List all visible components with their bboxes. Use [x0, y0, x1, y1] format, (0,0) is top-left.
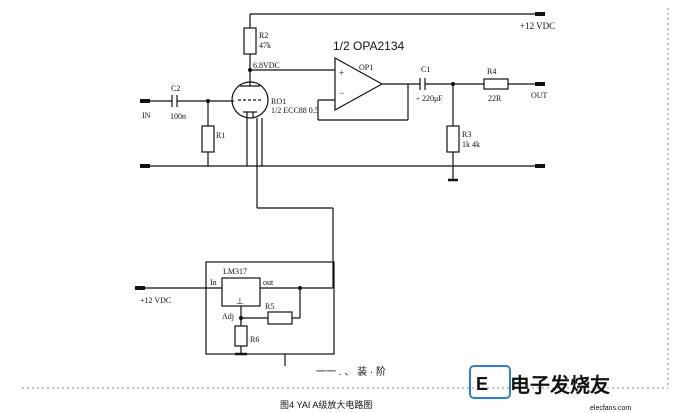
label-opamp-ref: OP1 — [359, 63, 373, 72]
label-tube-type: 1/2 ECC88 0.5 — [271, 106, 319, 115]
resistor-r2 — [243, 27, 257, 55]
resistor-r6 — [234, 325, 248, 347]
label-c1-ref: C1 — [421, 65, 430, 74]
label-lm317: LM317 — [223, 267, 247, 276]
label-opamp-plus: + — [339, 68, 344, 78]
label-c1-polarity: + — [416, 95, 420, 103]
label-r4-ref: R4 — [487, 67, 496, 76]
label-tube-ref: RO1 — [271, 97, 286, 106]
tube-ro1 — [231, 81, 269, 119]
label-r2-ref: R2 — [259, 31, 268, 40]
label-supply-top: +12 VDC — [520, 21, 555, 31]
label-opamp-title: 1/2 OPA2134 — [333, 39, 404, 53]
watermark-text: 电子发烧友 — [510, 373, 610, 397]
label-in: IN — [142, 111, 151, 120]
resistor-r5 — [267, 311, 293, 325]
label-reg-symbol: ⊥ — [236, 296, 244, 306]
resistor-r3 — [446, 125, 460, 153]
label-c2-value: 100n — [170, 112, 186, 121]
label-r3-value: 1k 4k — [462, 140, 480, 149]
label-reg-pin-out: out — [263, 278, 274, 287]
label-reg-adj: Adj — [222, 312, 234, 321]
label-r3-ref: R3 — [462, 130, 471, 139]
label-reg-pin-in: In — [210, 278, 217, 287]
label-r6: R6 — [250, 335, 259, 344]
resistor-r1 — [201, 125, 215, 153]
label-opamp-minus: − — [339, 88, 344, 98]
watermark-sub: elecfans.com — [590, 405, 631, 412]
label-supply-reg-in: +12 VDC — [140, 296, 171, 305]
watermark-logo: E 电子发烧友 elecfans.com — [469, 365, 631, 412]
figure-caption: 图4 YAI A级放大电路图 — [280, 399, 372, 410]
caption-partial: 一一 . 、 装 · 阶 — [316, 365, 386, 378]
label-r4-value: 22R — [488, 94, 502, 103]
page-border — [22, 8, 669, 389]
opamp-op1 — [334, 56, 384, 112]
label-r1-ref: R1 — [216, 131, 225, 140]
label-out: OUT — [531, 91, 548, 100]
resistor-r4 — [483, 78, 509, 90]
label-c2-ref: C2 — [171, 84, 180, 93]
label-plate-voltage: 6.8VDC — [253, 61, 280, 70]
label-c1-value: 220μF — [422, 94, 443, 103]
svg-text:E: E — [476, 374, 488, 394]
label-r2-value: 47k — [259, 41, 271, 50]
label-r5: R5 — [265, 302, 274, 311]
regulator-box — [205, 261, 335, 355]
